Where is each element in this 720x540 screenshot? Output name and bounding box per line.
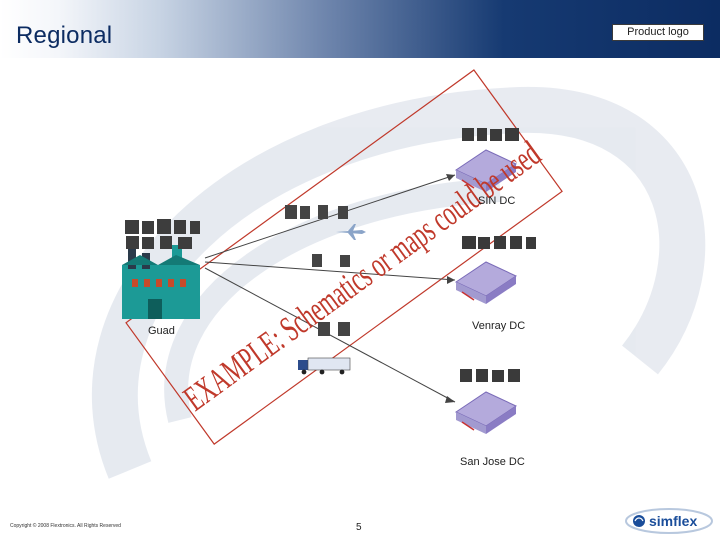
- product-thumbnails-transit: [285, 205, 350, 336]
- factory-icon: [122, 245, 200, 319]
- dc-icon-venray: [454, 261, 518, 304]
- simflex-logo: simflex: [625, 508, 713, 534]
- source-node-label: Guad: [148, 325, 175, 337]
- plane-icon: [336, 224, 366, 240]
- header-bar: [0, 0, 720, 58]
- page-title: Regional: [16, 22, 113, 49]
- dest-label-sanjose: San Jose DC: [460, 456, 525, 468]
- dc-icon-sin: [454, 149, 518, 192]
- dc-icon-sanjose: [454, 391, 518, 434]
- product-logo-placeholder: Product logo: [612, 24, 704, 41]
- product-thumbnails-destination: [460, 128, 536, 382]
- dest-label-venray: Venray DC: [472, 320, 526, 332]
- dest-label-sin: SIN DC: [478, 195, 516, 207]
- brand-text: simflex: [649, 513, 697, 529]
- arrow-to-venray: [204, 261, 456, 281]
- arrow-to-sin: [204, 174, 456, 259]
- truck-icon: [298, 357, 351, 375]
- product-thumbnails-source: [125, 219, 200, 249]
- background-swirl: [91, 86, 706, 479]
- page-number: 5: [356, 522, 362, 533]
- copyright-text: Copyright © 2008 Flextronics. All Rights…: [10, 523, 121, 529]
